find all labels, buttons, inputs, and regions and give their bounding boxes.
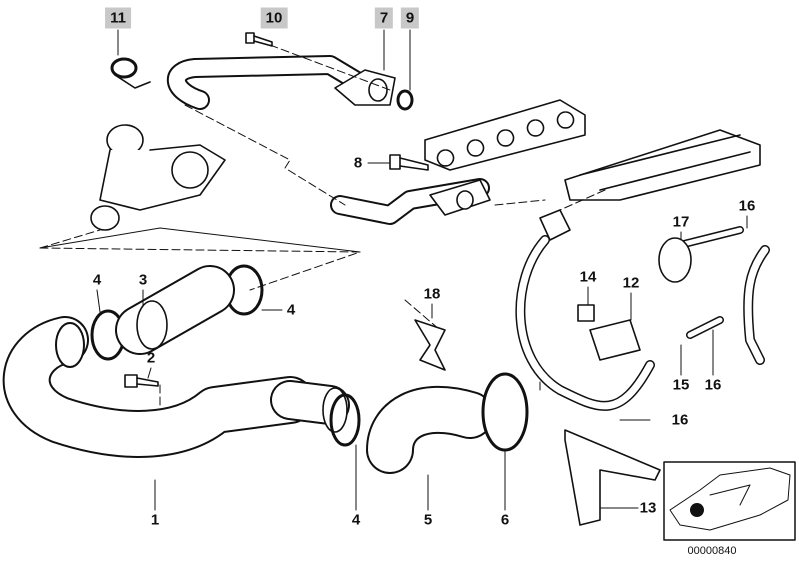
bracket-18 <box>414 319 446 371</box>
callout-15[interactable]: 15 <box>672 376 690 394</box>
guide-solid <box>39 227 361 253</box>
callout-14[interactable]: 14 <box>579 268 597 286</box>
callout-16[interactable]: 16 <box>704 376 722 394</box>
car-location-inset <box>663 461 796 541</box>
bolt-10 <box>245 32 273 47</box>
callout-8[interactable]: 8 <box>353 154 363 172</box>
callout-6[interactable]: 6 <box>500 511 510 529</box>
vacuum-hose-16 <box>515 209 770 411</box>
callout-17[interactable]: 17 <box>672 213 690 231</box>
diagram-code: 00000840 <box>687 545 737 557</box>
guide-lines <box>39 44 606 411</box>
filter-17 <box>658 237 692 283</box>
callout-16[interactable]: 16 <box>671 411 689 429</box>
callout-3[interactable]: 3 <box>138 271 148 289</box>
bolt-8 <box>389 154 429 171</box>
exhaust-manifold <box>424 99 586 171</box>
callout-18[interactable]: 18 <box>423 285 441 303</box>
callout-1[interactable]: 1 <box>150 511 160 529</box>
callout-4[interactable]: 4 <box>351 511 361 529</box>
callout-11[interactable]: 11 <box>105 7 131 29</box>
callout-13[interactable]: 13 <box>639 499 657 517</box>
callout-10[interactable]: 10 <box>260 7 288 29</box>
intake-manifold <box>564 129 761 201</box>
pipe-7 <box>166 55 414 111</box>
intake-hose-1 <box>2 316 350 458</box>
pipe-lower <box>330 178 491 225</box>
callout-5[interactable]: 5 <box>423 511 433 529</box>
callout-2[interactable]: 2 <box>146 349 156 367</box>
callout-4[interactable]: 4 <box>92 271 102 289</box>
callout-9[interactable]: 9 <box>400 7 420 29</box>
bolt-2 <box>124 374 159 388</box>
callout-12[interactable]: 12 <box>622 274 640 292</box>
clip-11 <box>110 57 151 89</box>
clamp-6 <box>481 372 529 452</box>
callout-7[interactable]: 7 <box>374 7 394 29</box>
bracket-13 <box>564 429 661 526</box>
hose-5 <box>366 386 494 474</box>
valve-12 <box>577 304 641 361</box>
turbocharger <box>90 124 226 231</box>
callout-4[interactable]: 4 <box>286 301 296 319</box>
pipe-3 <box>115 265 235 355</box>
callout-16[interactable]: 16 <box>738 197 756 215</box>
leader-lines <box>96 29 748 511</box>
